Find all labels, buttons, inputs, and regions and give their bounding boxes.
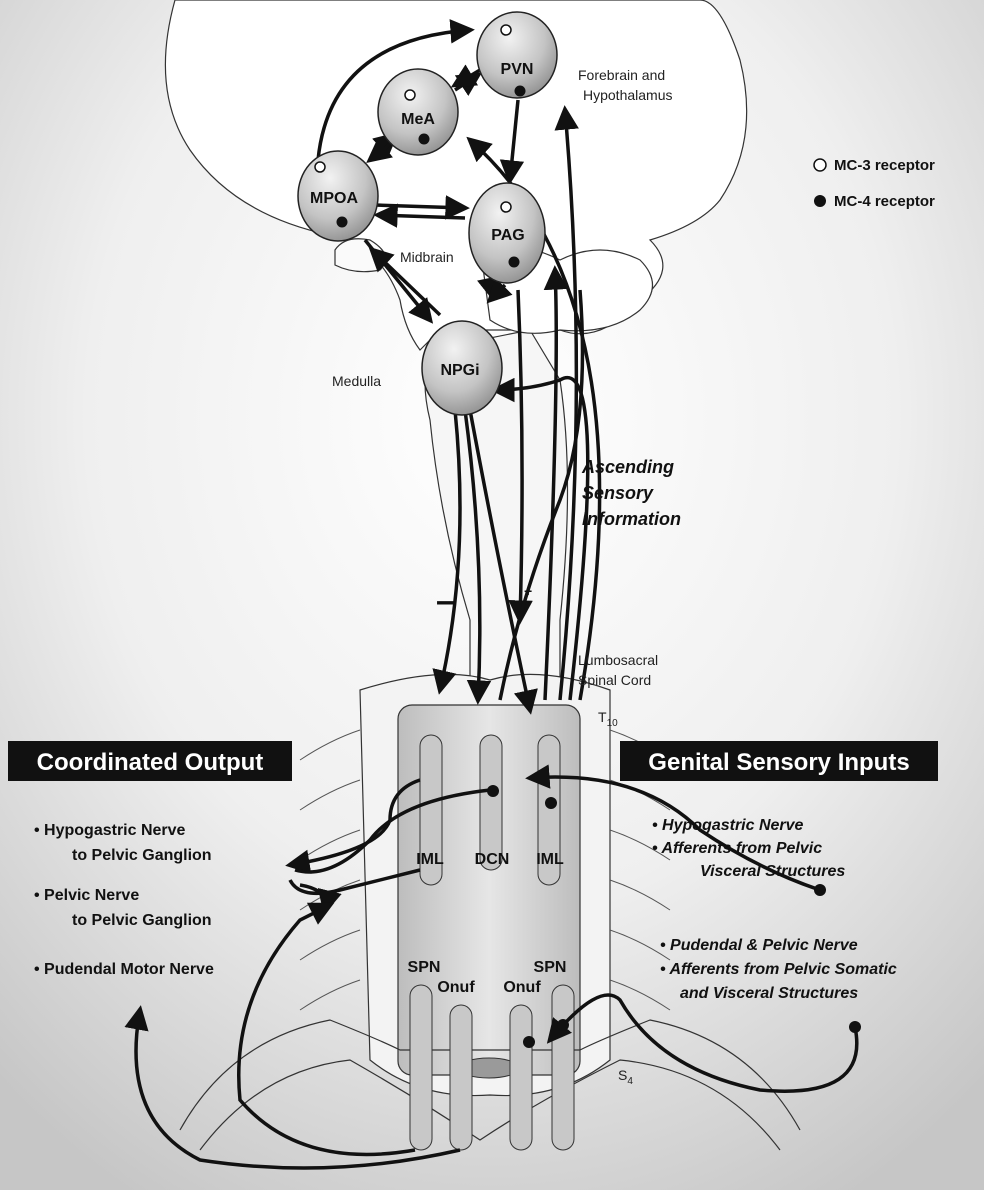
node-pvn: PVN bbox=[477, 12, 557, 98]
output-item-2-line1: • Pelvic Nerve bbox=[34, 887, 139, 904]
mc3-legend-icon bbox=[814, 159, 826, 171]
region-forebrain-line2: Hypothalamus bbox=[583, 87, 673, 103]
svg-text:Sensory: Sensory bbox=[582, 483, 654, 503]
input-group2-line1: • Pudendal & Pelvic Nerve bbox=[660, 937, 858, 954]
mc4-legend-icon bbox=[814, 195, 826, 207]
mc4-receptor-icon bbox=[515, 86, 526, 97]
region-lumbosacral-line2: Spinal Cord bbox=[578, 672, 651, 688]
input-origin-dot-1 bbox=[814, 884, 826, 896]
mc4-dot-dcn bbox=[487, 785, 499, 797]
svg-text:Ascending: Ascending bbox=[581, 457, 674, 477]
node-label-mea: MeA bbox=[401, 111, 435, 128]
input-header: Genital Sensory Inputs bbox=[648, 749, 909, 776]
node-label-pvn: PVN bbox=[501, 61, 534, 78]
mc4-dot-spn bbox=[557, 1019, 569, 1031]
mc3-receptor-icon bbox=[315, 162, 325, 172]
node-mpoa: MPOA bbox=[298, 151, 378, 241]
mc4-dot-iml bbox=[545, 797, 557, 809]
cord-label-iml-right: IML bbox=[536, 851, 564, 868]
node-label-npgi: NPGi bbox=[440, 362, 479, 379]
cord-label-spn-left: SPN bbox=[408, 959, 441, 976]
mc4-receptor-icon bbox=[419, 134, 430, 145]
excitatory-sign: + bbox=[524, 583, 532, 599]
region-forebrain-line1: Forebrain and bbox=[578, 67, 665, 83]
node-label-mpoa: MPOA bbox=[310, 190, 358, 207]
node-mea: MeA bbox=[378, 69, 458, 155]
cord-label-onuf-right: Onuf bbox=[503, 979, 541, 996]
inhibitory-sign: – bbox=[436, 582, 455, 620]
node-pag: PAG bbox=[469, 183, 545, 283]
legend-mc4-label: MC-4 receptor bbox=[834, 193, 935, 210]
region-midbrain: Midbrain bbox=[400, 249, 454, 265]
output-item-2-line2: to Pelvic Ganglion bbox=[72, 912, 212, 929]
input-group1-line3: Visceral Structures bbox=[700, 863, 845, 880]
output-item-3-line1: • Pudendal Motor Nerve bbox=[34, 961, 214, 978]
node-npgi: NPGi bbox=[422, 321, 502, 415]
cord-label-spn-right: SPN bbox=[534, 959, 567, 976]
mc3-receptor-icon bbox=[501, 202, 511, 212]
output-header: Coordinated Output bbox=[37, 749, 264, 776]
mc3-receptor-icon bbox=[501, 25, 511, 35]
mc3-receptor-icon bbox=[405, 90, 415, 100]
node-label-pag: PAG bbox=[491, 227, 524, 244]
cord-label-iml-left: IML bbox=[416, 851, 444, 868]
svg-text:Information: Information bbox=[582, 509, 681, 529]
input-group1-line1: • Hypogastric Nerve bbox=[652, 817, 804, 834]
cord-label-onuf-left: Onuf bbox=[437, 979, 475, 996]
mc4-receptor-icon bbox=[337, 217, 348, 228]
input-group2-line3: and Visceral Structures bbox=[680, 985, 858, 1002]
region-medulla: Medulla bbox=[332, 373, 381, 389]
legend-mc3-label: MC-3 receptor bbox=[834, 157, 935, 174]
mc4-dot-onuf bbox=[523, 1036, 535, 1048]
input-origin-dot-2 bbox=[849, 1021, 861, 1033]
mc4-receptor-icon bbox=[509, 257, 520, 268]
output-item-1-line1: • Hypogastric Nerve bbox=[34, 822, 186, 839]
input-group2-line2: • Afferents from Pelvic Somatic bbox=[660, 961, 897, 978]
cord-label-dcn: DCN bbox=[475, 851, 510, 868]
region-lumbosacral-line1: Lumbosacral bbox=[578, 652, 658, 668]
output-item-1-line2: to Pelvic Ganglion bbox=[72, 847, 212, 864]
input-group1-line2: • Afferents from Pelvic bbox=[652, 840, 822, 857]
